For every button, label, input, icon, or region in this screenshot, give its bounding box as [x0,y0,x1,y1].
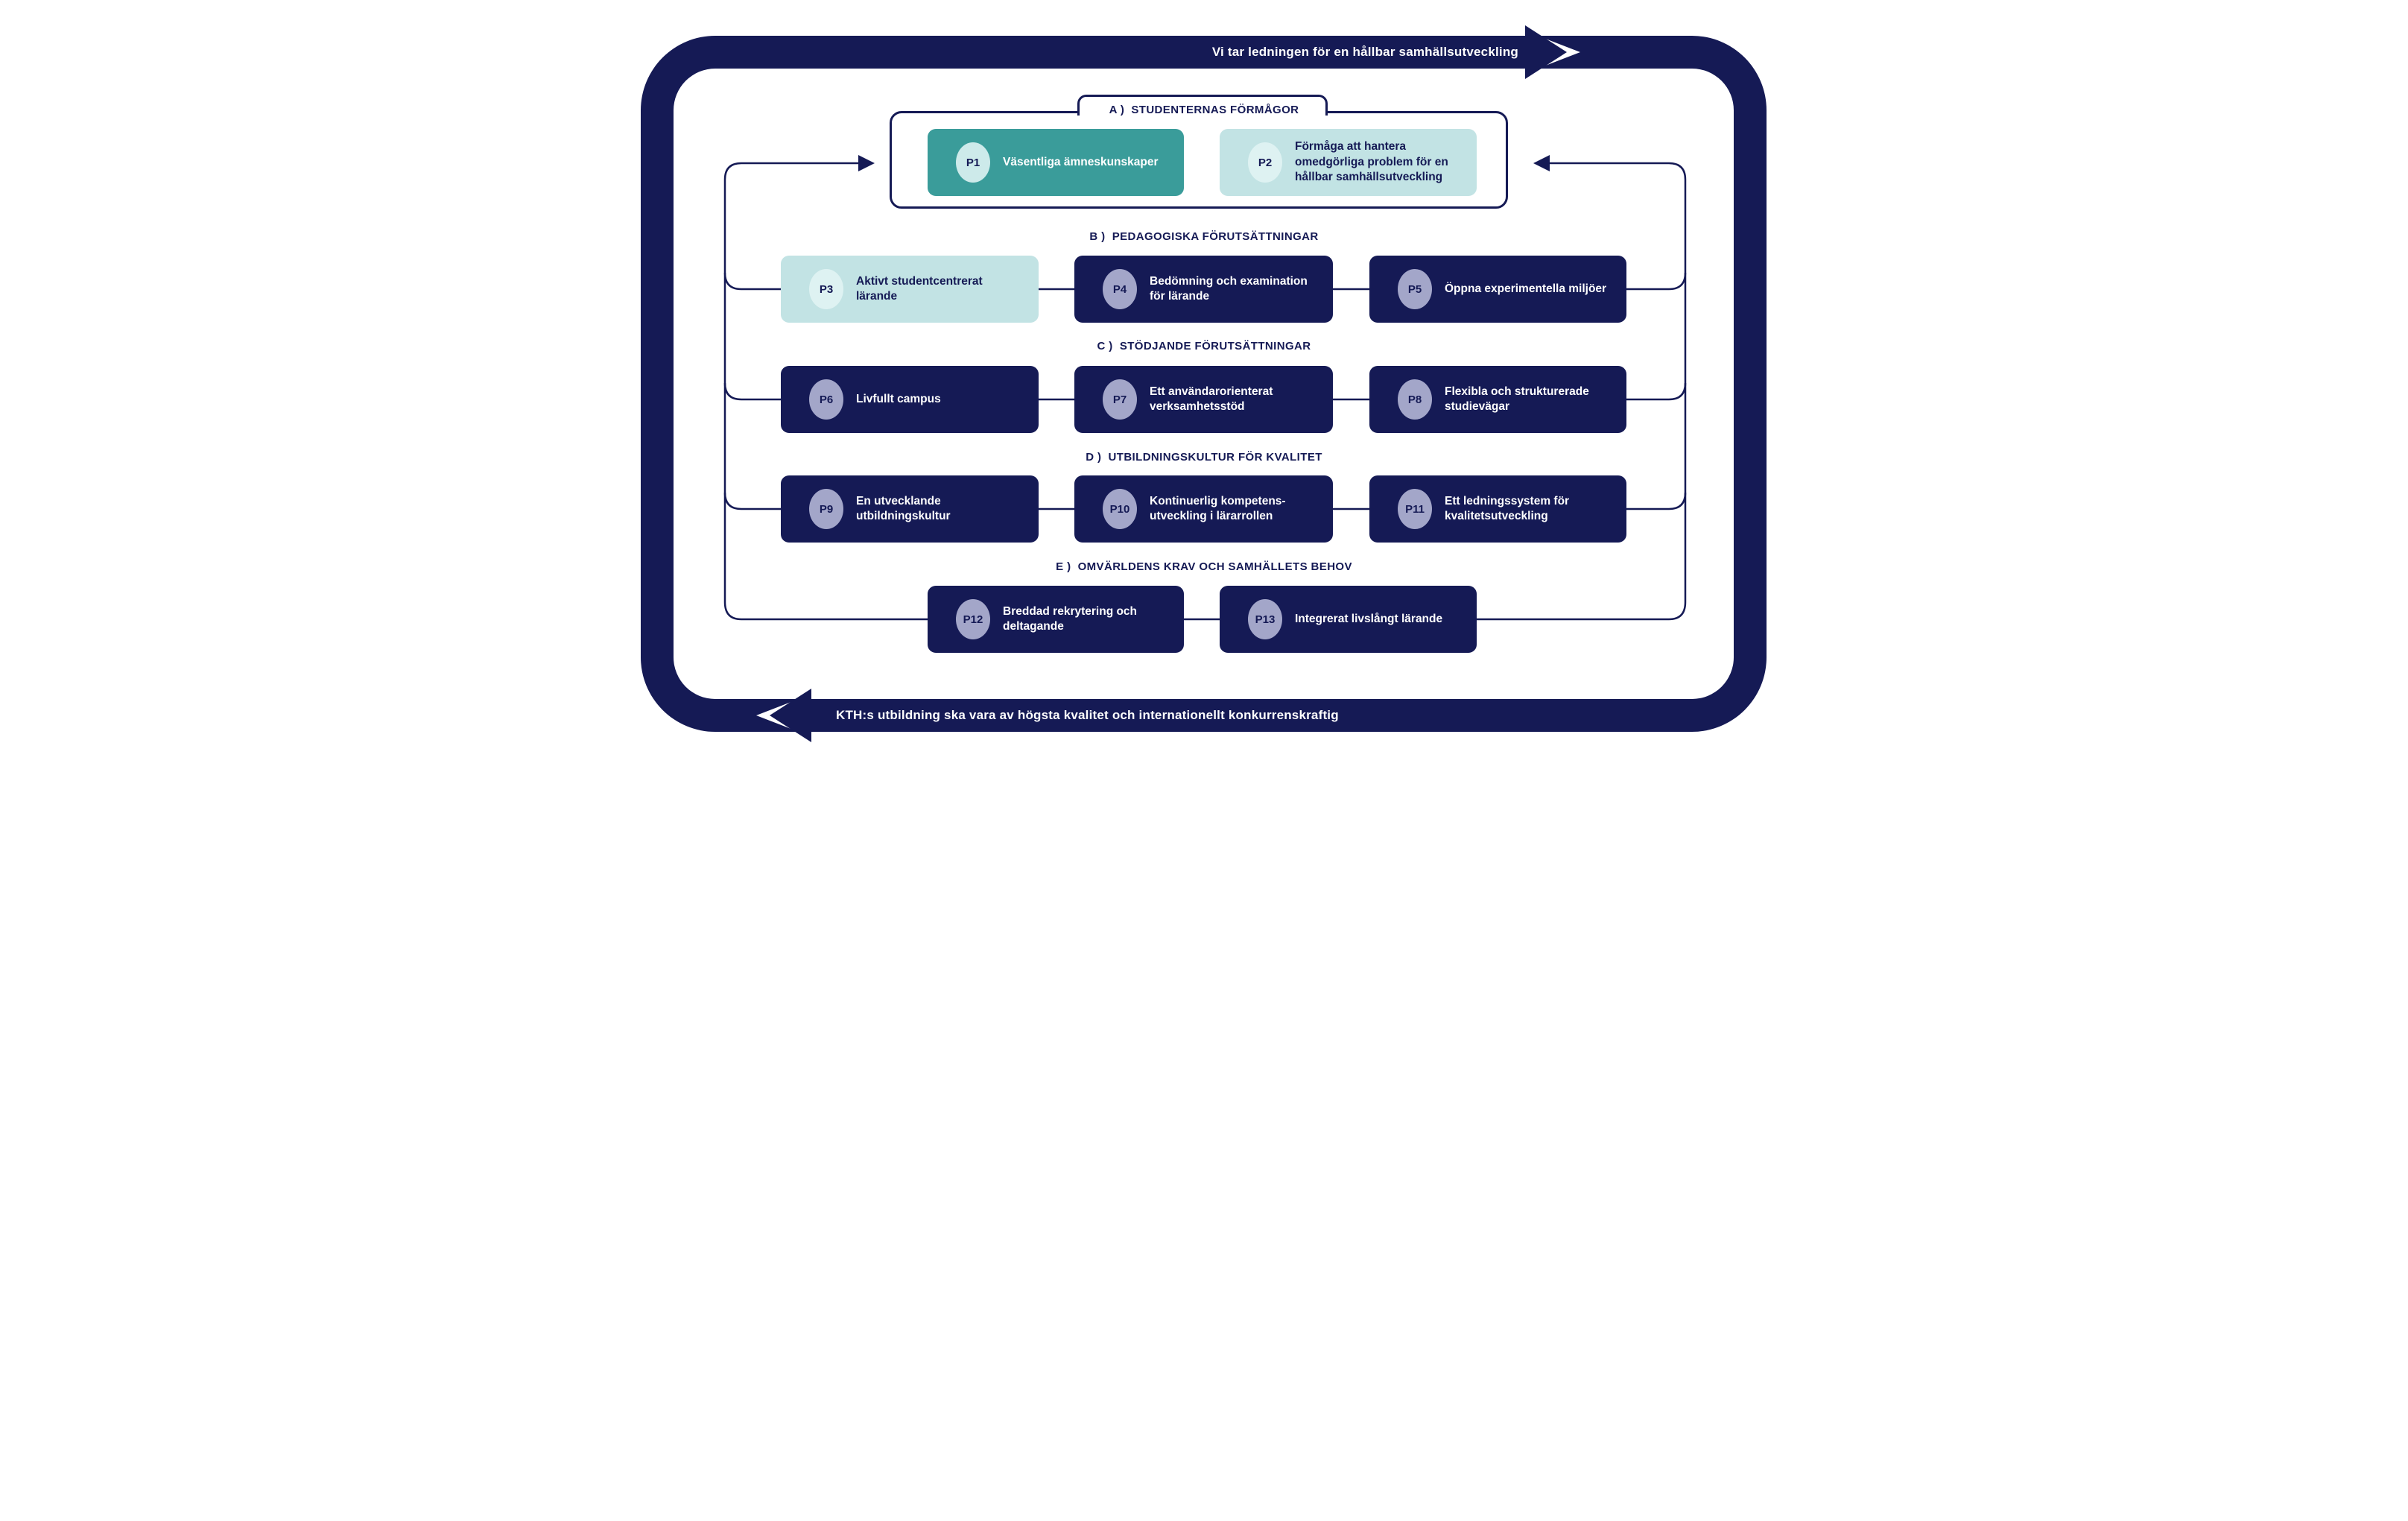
section-d-header: D ) UTBILDNINGSKULTUR FÖR KVALITET [1086,451,1322,464]
p11-badge: P11 [1398,489,1432,529]
p7-label: Ett användarorienterat verksamhetsstöd [1150,385,1273,413]
p9-badge: P9 [809,489,843,529]
box-p2: P2 Förmåga att hantera omedgörliga probl… [1220,129,1477,196]
left-spine-arrowhead-icon [858,155,875,171]
box-p5: P5 Öppna experimentella miljöer [1369,256,1626,323]
box-p13: P13 Integrerat livslångt lärande [1220,586,1477,653]
box-p1: P1 Väsentliga ämneskunskaper [928,129,1184,196]
p12-badge: P12 [956,599,990,639]
section-a-header: A ) STUDENTERNAS FÖRMÅGOR [1109,104,1299,116]
section-e-header: E ) OMVÄRLDENS KRAV OCH SAMHÄLLETS BEHOV [1056,560,1352,573]
bottom-band-notch [721,699,799,732]
box-p11: P11 Ett ledningssystem för kvalitetsutve… [1369,475,1626,543]
top-banner-text: Vi tar ledningen för en hållbar samhälls… [1211,45,1518,59]
box-p10: P10 Kontinuerlig kompetens-utveckling i … [1074,475,1333,543]
right-spine-arrowhead-icon [1533,155,1550,171]
p4-badge: P4 [1103,269,1137,309]
section-c-header: C ) STÖDJANDE FÖRUTSÄTTNINGAR [1097,340,1311,352]
left-connector-spine [723,162,928,621]
bottom-banner-text: KTH:s utbildning ska vara av högsta kval… [836,708,1339,722]
p7-badge: P7 [1103,379,1137,420]
p12-label: Breddad rekrytering och deltagande [1003,604,1138,633]
box-p8: P8 Flexibla och strukturerade studieväga… [1369,366,1626,433]
p11-label: Ett ledningssystem för kvalitetsutveckli… [1445,494,1570,522]
p8-badge: P8 [1398,379,1432,420]
p2-label: Förmåga att hantera omedgörliga problem … [1295,140,1448,184]
flow-loop-graphic [641,25,1767,742]
box-p7: P7 Ett användarorienterat verksamhetsstö… [1074,366,1333,433]
box-p12: P12 Breddad rekrytering och deltagande [928,586,1184,653]
row-connectors [1039,288,1369,621]
p6-badge: P6 [809,379,843,420]
flow-arrow-right-icon [1525,25,1567,79]
p10-badge: P10 [1103,489,1137,529]
p10-label: Kontinuerlig kompetens-utveckling i lära… [1150,494,1286,522]
box-p4: P4 Bedömning och examination för lärande [1074,256,1333,323]
p8-label: Flexibla och strukturerade studievägar [1445,385,1589,413]
kth-education-quality-diagram: Vi tar ledningen för en hållbar samhälls… [602,0,1806,760]
p5-label: Öppna experimentella miljöer [1445,282,1607,295]
p3-label: Aktivt studentcentrerat lärande [856,274,983,303]
p3-badge: P3 [809,269,843,309]
p9-label: En utvecklande utbildningskultur [856,494,951,522]
p5-badge: P5 [1398,269,1432,309]
p13-label: Integrerat livslångt lärande [1295,612,1443,625]
p6-label: Livfullt campus [856,392,941,405]
right-connector-spine [1477,162,1687,621]
box-p6: P6 Livfullt campus [781,366,1039,433]
flow-arrow-left-icon [770,689,811,742]
p1-label: Väsentliga ämneskunskaper [1003,155,1159,168]
p2-badge: P2 [1248,142,1282,183]
section-a-tab [1077,95,1328,116]
section-b-header: B ) PEDAGOGISKA FÖRUTSÄTTNINGAR [1089,230,1319,243]
p4-label: Bedömning och examination för lärande [1150,274,1308,303]
top-band-notch [1538,36,1600,69]
box-p9: P9 En utvecklande utbildningskultur [781,475,1039,543]
p13-badge: P13 [1248,599,1282,639]
box-p3: P3 Aktivt studentcentrerat lärande [781,256,1039,323]
p1-badge: P1 [956,142,990,183]
